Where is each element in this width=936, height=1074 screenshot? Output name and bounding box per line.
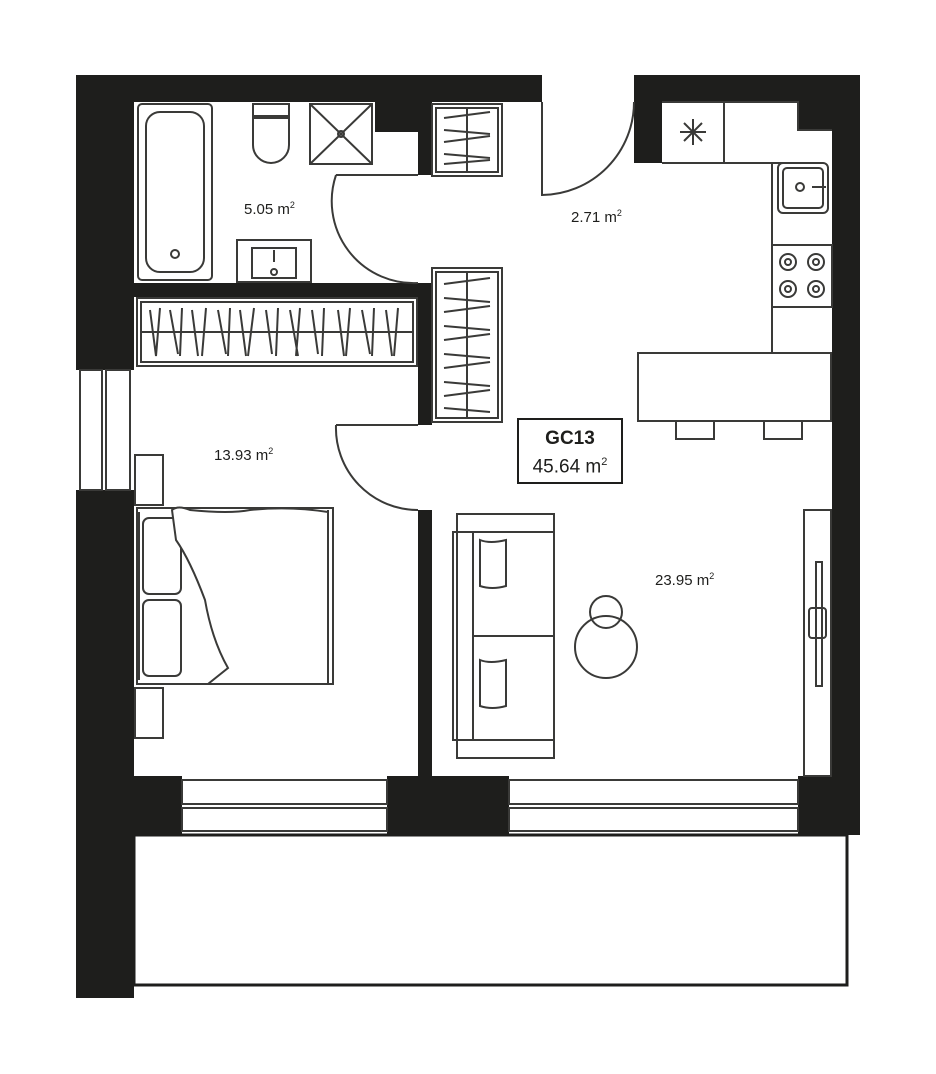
area-unit-sup: 2 xyxy=(709,571,715,581)
walls xyxy=(76,75,860,998)
area-unit-sup: 2 xyxy=(616,208,622,218)
unit-label-box: GC13 45.64 m2 xyxy=(517,418,623,484)
room-area-bedroom: 13.93 m2 xyxy=(214,446,273,464)
doors xyxy=(330,101,635,511)
area-unit-sup: 2 xyxy=(289,200,295,210)
bathroom-fixtures xyxy=(137,103,373,283)
area-unit-sup: 2 xyxy=(268,446,274,456)
area-value: 5.05 m xyxy=(244,201,290,218)
unit-total-area: 45.64 m2 xyxy=(519,450,621,479)
area-value: 13.93 m xyxy=(214,447,269,464)
wardrobes xyxy=(136,103,503,423)
area-unit-sup: 2 xyxy=(601,456,608,468)
total-area-value: 45.64 m xyxy=(532,456,602,478)
balcony xyxy=(132,833,849,987)
area-value: 2.71 m xyxy=(571,209,617,226)
windows xyxy=(79,369,799,832)
bedroom-furniture xyxy=(134,454,334,739)
living-furniture xyxy=(452,509,832,777)
room-area-bathroom: 5.05 m2 xyxy=(244,200,295,218)
kitchen xyxy=(637,101,833,440)
unit-code: GC13 xyxy=(545,428,595,449)
room-area-hallway: 2.71 m2 xyxy=(571,208,622,226)
area-value: 23.95 m xyxy=(655,572,710,589)
room-area-living: 23.95 m2 xyxy=(655,571,714,589)
